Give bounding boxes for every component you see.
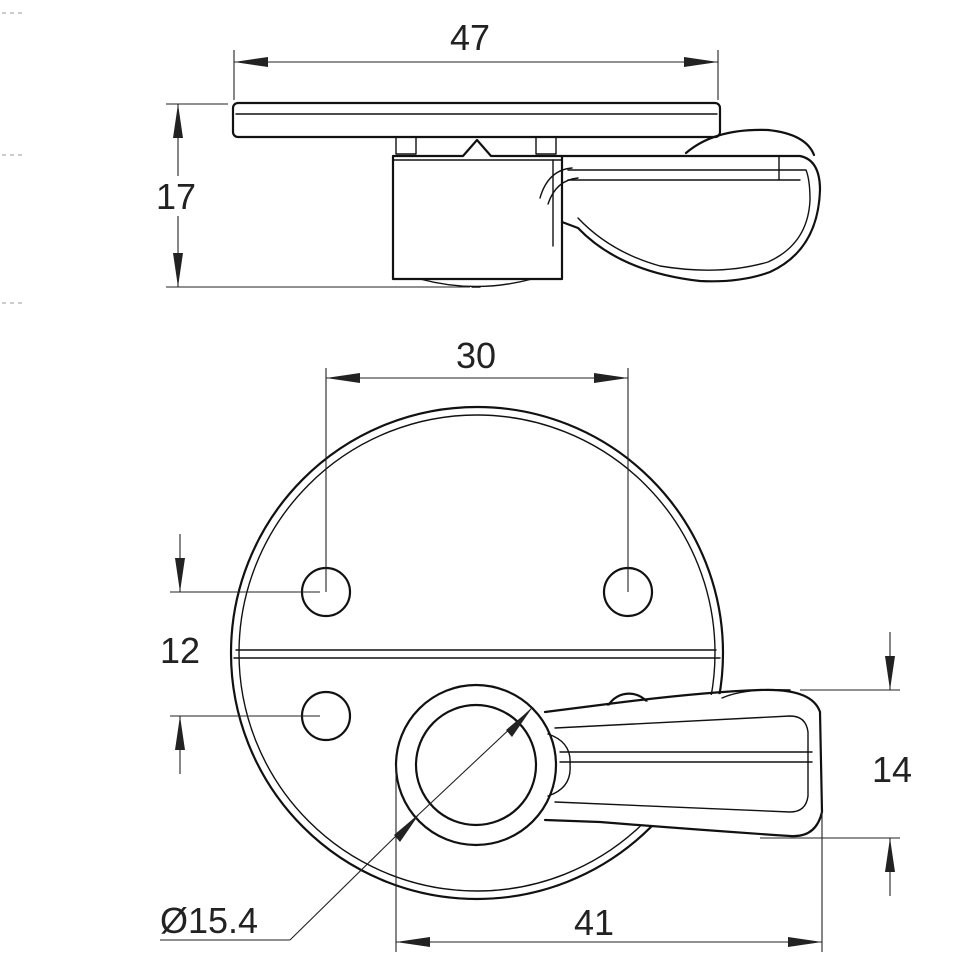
mounting-plate-side [231,101,722,139]
dim-label-hole-vertical: 12 [160,630,200,671]
top-view [229,405,824,901]
margin-ticks [2,12,22,304]
diameter-symbol: Ø [160,900,188,941]
dim-label-lever-width: 14 [872,749,912,790]
stud-left [395,136,417,155]
mounting-disc [229,405,725,901]
cam-bottom-side [419,278,533,288]
dim-41: 41 [395,765,823,952]
dim-label-diameter: Ø15.4 [160,900,258,941]
cam-body-side [391,138,564,281]
stud-right [535,136,557,155]
dim-47: 47 [233,17,719,100]
cam-ring-inner [414,703,538,827]
dim-12: 12 [160,534,320,774]
dim-30: 30 [325,335,629,592]
dim-label-top-width: 47 [450,17,490,58]
dim-14: 14 [760,632,912,896]
lever-top [543,688,824,838]
side-view [231,101,822,288]
dim-17: 17 [150,103,470,288]
lever-side [560,154,822,283]
dim-label-top-height: 17 [156,176,196,217]
dim-label-overall-length: 41 [574,902,614,943]
dim-label-hole-spacing: 30 [456,335,496,376]
diameter-value: 15.4 [188,900,258,941]
screw-hole-bottom-right [606,692,652,708]
dim-diameter: Ø15.4 [160,707,533,941]
